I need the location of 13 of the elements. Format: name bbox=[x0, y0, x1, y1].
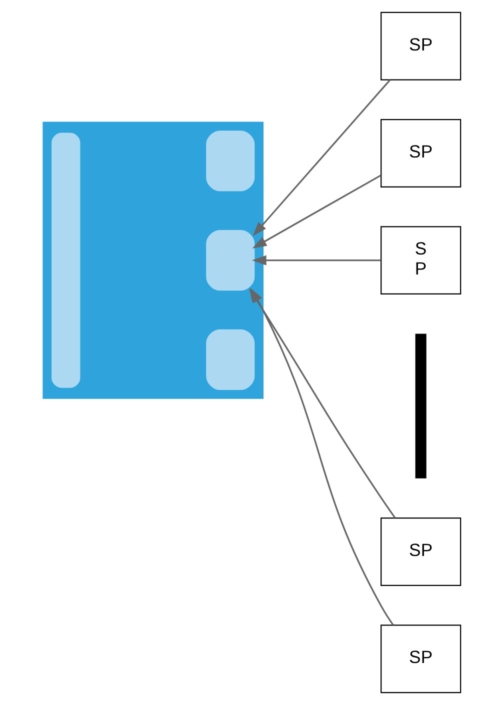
arrow bbox=[252, 80, 391, 236]
node-box bbox=[206, 329, 255, 390]
node-box: SP bbox=[380, 12, 462, 80]
node-box bbox=[52, 132, 80, 388]
node-box: SP bbox=[380, 119, 462, 188]
node-bar bbox=[415, 334, 426, 478]
arrow bbox=[252, 255, 381, 266]
node-box bbox=[206, 230, 255, 291]
arrow bbox=[252, 174, 382, 248]
node-box: SP bbox=[380, 624, 462, 694]
node-box: SP bbox=[380, 518, 462, 586]
node-box: S P bbox=[380, 226, 462, 295]
node-box bbox=[206, 130, 255, 192]
